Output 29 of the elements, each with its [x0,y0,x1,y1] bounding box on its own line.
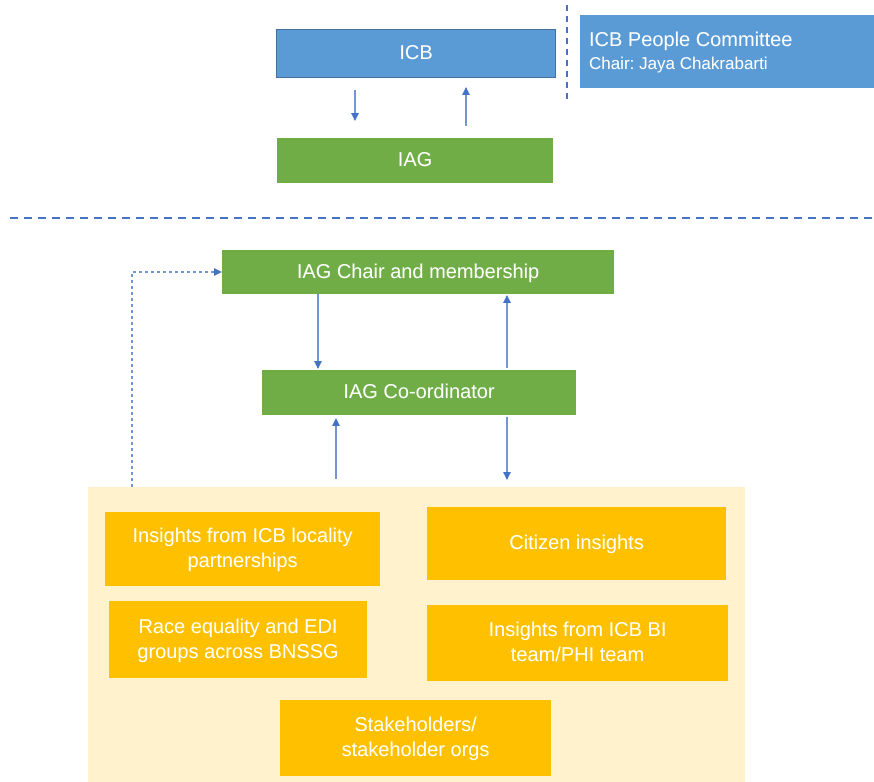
process-box [277,138,553,183]
process-box [222,250,614,294]
box-label: ICB [399,41,433,66]
box-label: Race equality and EDI groups across BNSSG [136,614,340,664]
box-label: Insights from ICB locality partnerships [131,524,354,574]
process-box [427,605,728,681]
box-label: Stakeholders/ stakeholder orgs [340,713,490,763]
process-box [262,370,576,415]
process-box [276,29,556,78]
arrow [351,90,359,121]
process-box [427,507,726,580]
box-label: IAG Chair and membership [296,260,540,284]
arrow [503,295,511,368]
arrow [503,417,511,480]
arrow [131,268,222,487]
arrow [314,294,322,369]
box-label: Insights from ICB BI team/PHI team [488,618,668,668]
box-label: Citizen insights [509,531,644,556]
committee-box [580,15,874,88]
arrow [462,87,470,126]
box-label: IAG Co-ordinator [343,380,495,405]
box-panel [88,487,745,782]
process-box [280,700,551,776]
chair-label: Chair: Jaya Chakrabarti [589,53,768,75]
process-box [109,601,367,678]
process-box [105,512,380,586]
box-label: ICB People Committee [589,28,792,54]
box-label: IAG [398,148,432,173]
arrow [332,418,340,479]
